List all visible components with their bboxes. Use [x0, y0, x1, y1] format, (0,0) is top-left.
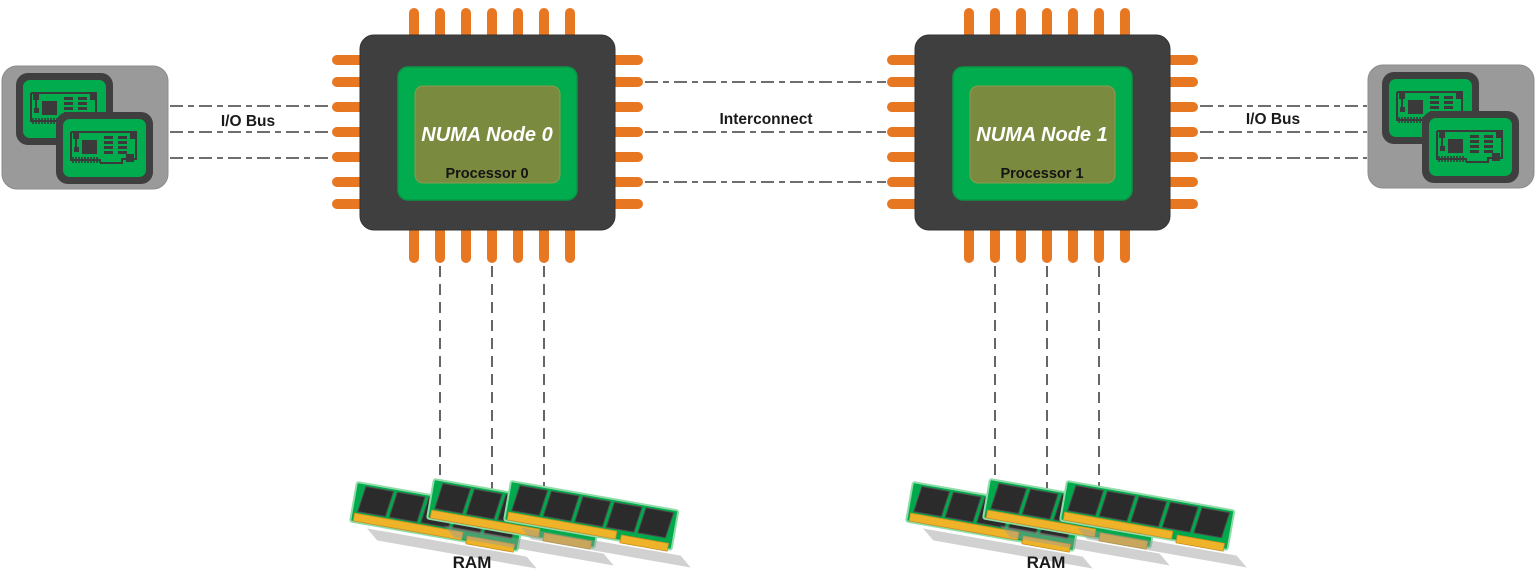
ram-bus-right-lines: [994, 266, 1100, 498]
io-bus-right-lines: [1200, 105, 1367, 159]
ram-modules-left: [348, 479, 700, 569]
io-devices-right: [1368, 65, 1534, 188]
ram-modules-right: [904, 479, 1256, 569]
ram-dimm-icon: [348, 479, 700, 569]
processor-1-label: Processor 1: [1000, 166, 1083, 182]
processor-0-label: Processor 0: [445, 166, 528, 182]
interconnect-lines: [645, 81, 886, 183]
processor-0-chip: NUMA Node 0 Processor 0: [332, 8, 643, 263]
io-bus-right-label: I/O Bus: [1246, 111, 1300, 128]
interconnect-label: Interconnect: [719, 111, 812, 128]
io-card-icon: [1368, 65, 1534, 188]
ram-bus-left-lines: [439, 266, 545, 498]
processor-1-chip: NUMA Node 1 Processor 1: [887, 8, 1198, 263]
ram-right-label: RAM: [1027, 553, 1066, 572]
ram-left-label: RAM: [453, 553, 492, 572]
numa-node-1-label: NUMA Node 1: [976, 124, 1107, 146]
ram-dimm-icon: [904, 479, 1256, 569]
numa-node-0-label: NUMA Node 0: [421, 124, 552, 146]
io-bus-left-label: I/O Bus: [221, 113, 275, 130]
io-bus-left-lines: [170, 105, 332, 159]
io-devices-left: [2, 66, 168, 189]
io-card-icon: [2, 66, 168, 189]
